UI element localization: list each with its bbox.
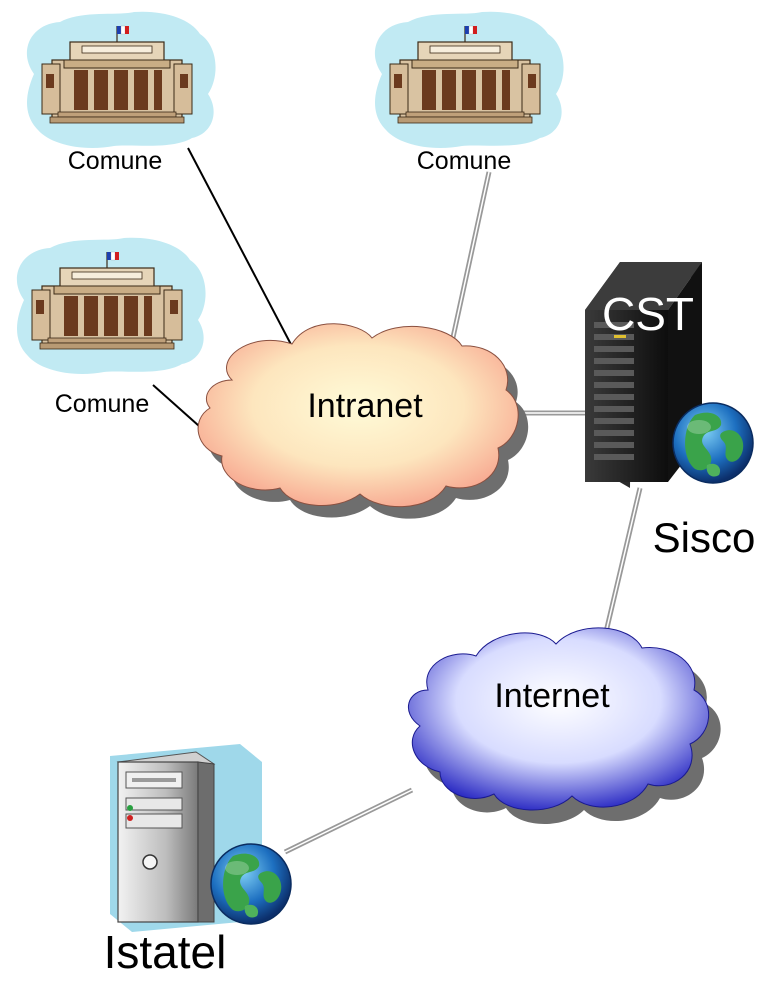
rack-drive-slots [594, 322, 634, 460]
istatel-pc: Istatel [104, 744, 292, 978]
connection-lines [152, 147, 643, 855]
comune-top-left: Comune [26, 11, 217, 175]
comune-mid-left: Comune [16, 237, 207, 418]
internet-cloud: Internet [408, 627, 721, 825]
globe-icon [210, 843, 292, 925]
comune-label: Comune [68, 147, 163, 175]
intranet-cloud: Intranet [197, 323, 529, 519]
link-internet-istatel-core [284, 789, 413, 853]
comune-label: Comune [55, 390, 150, 418]
courthouse-icon [16, 237, 207, 375]
comune-label: Comune [417, 147, 512, 175]
cst-badge: CST [602, 288, 694, 340]
courthouse-icon [26, 11, 217, 149]
cst-server: CST Sisco [585, 262, 755, 561]
comune-top-right: Comune [374, 11, 565, 175]
intranet-label: Intranet [307, 387, 423, 425]
link-comune-top-right-intranet-core [451, 171, 490, 343]
courthouse-icon [374, 11, 565, 149]
globe-icon [672, 402, 754, 484]
link-comune-top-left-intranet [187, 147, 297, 355]
istatel-label: Istatel [104, 926, 227, 978]
link-cst-internet-core [605, 487, 641, 633]
sisco-label: Sisco [653, 514, 756, 561]
internet-label: Internet [494, 677, 610, 715]
